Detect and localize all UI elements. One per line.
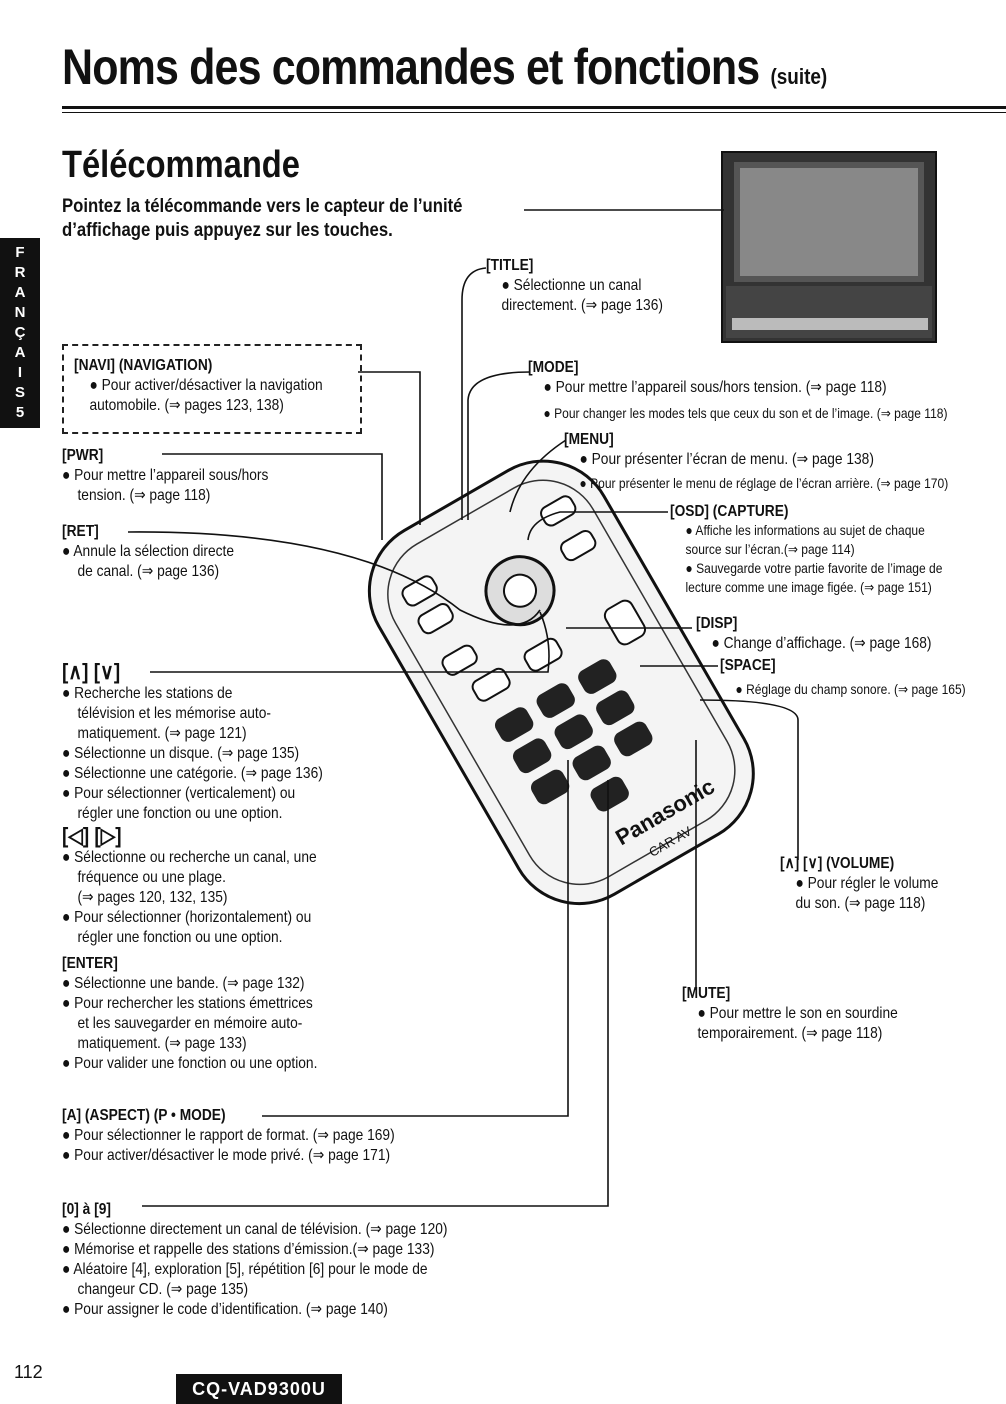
label-menu-2: ● Pour présenter le menu de réglage de l…: [564, 474, 948, 493]
label-menu: [MENU]● Pour présenter l’écran de menu. …: [564, 430, 874, 470]
label-space-2: ● Réglage du champ sonore. (⇒ page 165): [720, 680, 966, 699]
label-navi: [NAVI] (NAVIGATION)● Pour activer/désact…: [74, 356, 323, 416]
page-number: 112: [14, 1362, 43, 1383]
label-enter: [ENTER] ● Sélectionne une bande. (⇒ page…: [62, 954, 317, 1074]
label-leftright: [◁] [▷] ● Sélectionne ou recherche un ca…: [62, 824, 317, 948]
label-digits: [0] à [9] ● Sélectionne directement un c…: [62, 1200, 447, 1320]
label-space: [SPACE]: [720, 656, 776, 676]
label-mode: [MODE]● Pour mettre l’appareil sous/hors…: [528, 358, 887, 398]
label-mode-2: ● Pour changer les modes tels que ceux d…: [528, 404, 947, 423]
label-osd: [OSD] (CAPTURE) ● Affiche les informatio…: [670, 502, 942, 597]
model-badge: CQ-VAD9300U: [176, 1374, 342, 1404]
label-aspect: [A] (ASPECT) (P • MODE)● Pour sélectionn…: [62, 1106, 395, 1166]
label-disp: [DISP]● Change d’affichage. (⇒ page 168): [696, 614, 932, 654]
display-unit-image: [722, 152, 936, 342]
